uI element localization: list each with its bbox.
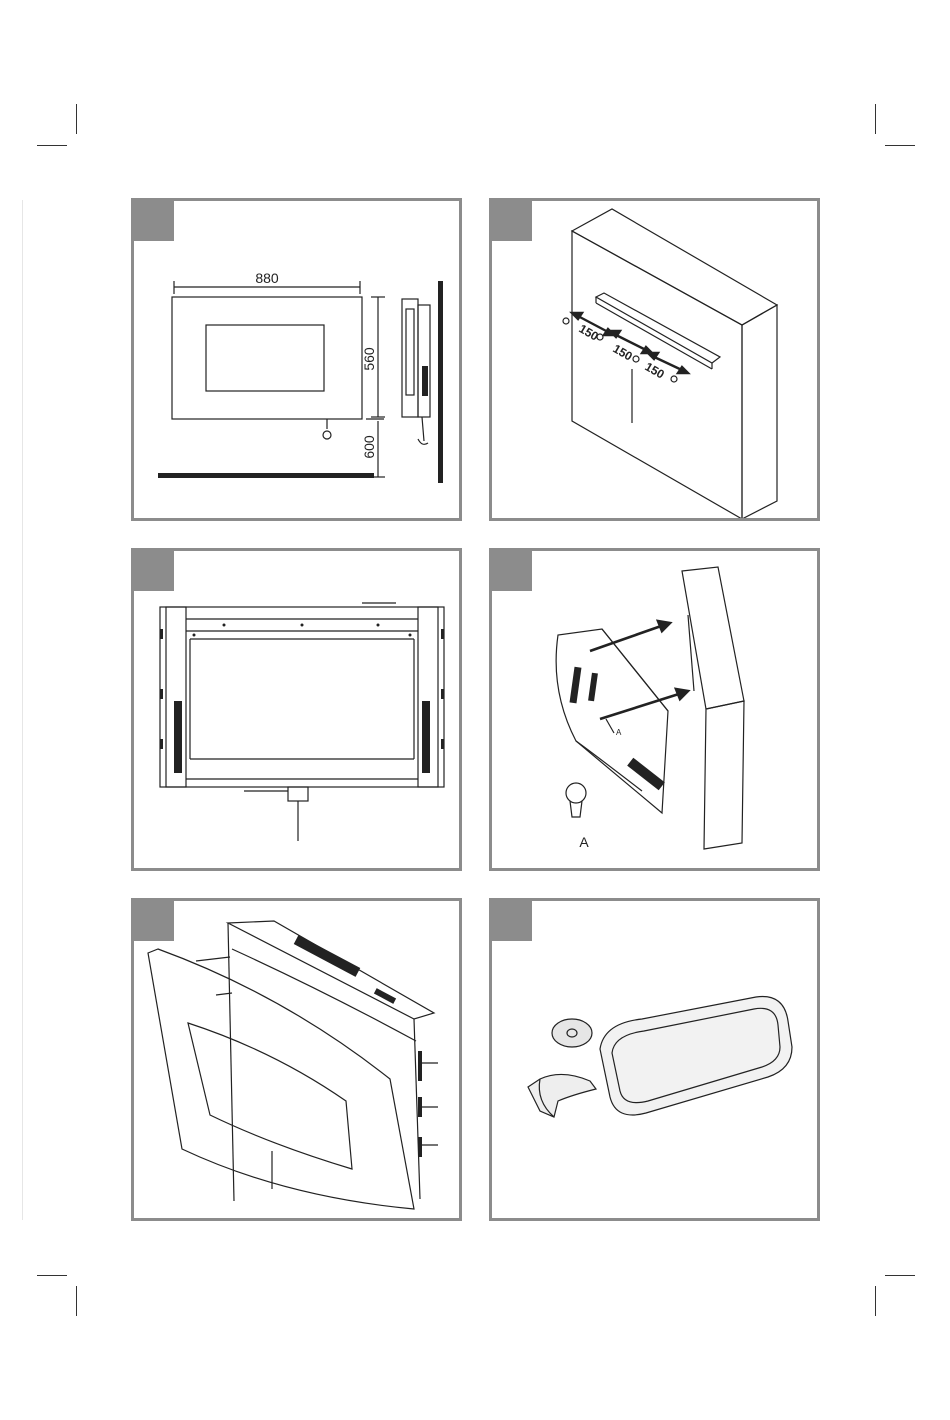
height-dimension-label: 560 <box>361 347 377 371</box>
crop-mark-top-right-v <box>875 104 876 134</box>
spacing-label-2: 150 <box>611 341 636 363</box>
detail-label-a: A <box>579 834 589 850</box>
figure-4-hanging: A A <box>489 548 820 871</box>
width-dimension-label: 880 <box>255 270 279 286</box>
crop-mark-bottom-left-v <box>76 1286 77 1316</box>
spacing-label-1: 150 <box>577 321 602 343</box>
figure-1-dimensions: 880 560 600 <box>131 198 462 521</box>
arrow-label-a: A <box>616 728 622 737</box>
crop-mark-top-left-v <box>76 104 77 134</box>
crop-mark-bottom-right-v <box>875 1286 876 1316</box>
figure-6-accessories <box>489 898 820 1221</box>
crop-mark-bottom-right-h <box>885 1275 915 1276</box>
rear-view-drawing <box>134 551 462 871</box>
front-panel-drawing <box>134 901 462 1221</box>
floor-gap-label: 600 <box>361 435 377 459</box>
crop-mark-top-right-h <box>885 145 915 146</box>
dimension-drawing: 880 560 600 <box>134 201 462 521</box>
bracket-drawing: 150 150 150 <box>492 201 820 521</box>
figure-2-wall-bracket: 150 150 150 <box>489 198 820 521</box>
figure-3-rear-view <box>131 548 462 871</box>
binding-rule <box>22 200 23 1220</box>
hanging-drawing: A A <box>492 551 820 871</box>
spacing-label-3: 150 <box>643 359 668 381</box>
figure-5-front-panel <box>131 898 462 1221</box>
crop-mark-top-left-h <box>37 145 67 146</box>
crop-mark-bottom-left-h <box>37 1275 67 1276</box>
accessories-drawing <box>492 901 820 1221</box>
